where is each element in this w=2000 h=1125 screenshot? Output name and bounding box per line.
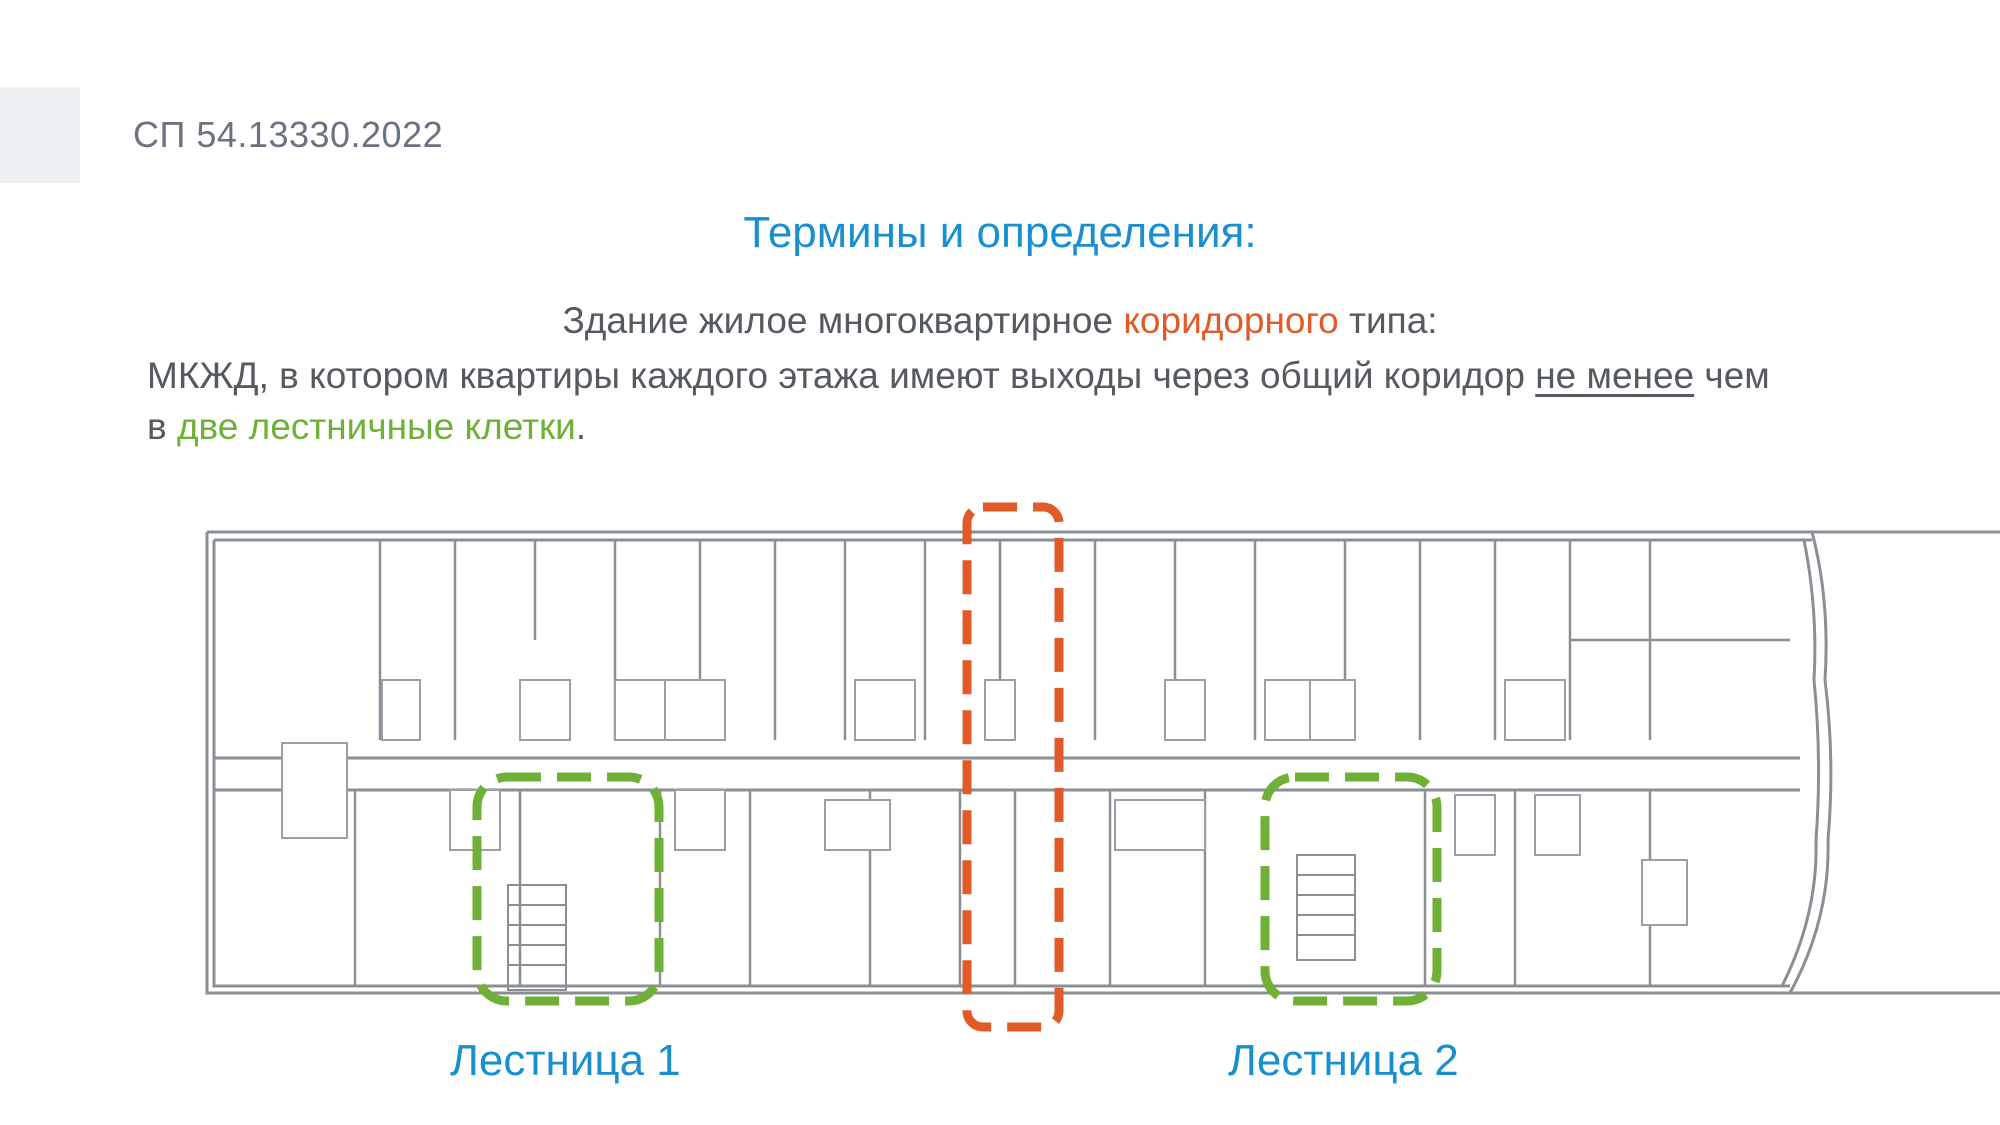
corner-decoration xyxy=(0,87,80,183)
stairwell-2-highlight-frame xyxy=(1260,772,1442,1006)
plan-partitions xyxy=(353,540,1790,986)
stairwell-1-highlight-frame xyxy=(472,772,664,1006)
body-underline-not-less: не менее xyxy=(1535,355,1695,396)
heading-text-pre: Здание жилое многоквартирное xyxy=(562,300,1124,341)
plan-stair-flights xyxy=(507,854,1356,991)
body-text-pre: МКЖД, в котором квартиры каждого этажа и… xyxy=(147,355,1536,396)
plan-wet-rooms xyxy=(281,679,1688,926)
definition-body: МКЖД, в котором квартиры каждого этажа и… xyxy=(147,350,1907,452)
section-title: Термины и определения: xyxy=(743,208,1257,257)
plan-outer-walls xyxy=(205,530,2000,995)
definition-heading: Здание жилое многоквартирное коридорного… xyxy=(0,300,2000,342)
heading-text-post: типа: xyxy=(1338,300,1438,341)
stair-2-label: Лестница 2 xyxy=(1228,1036,1459,1085)
heading-accent-corridor: коридорного xyxy=(1123,300,1339,341)
body-end: . xyxy=(575,406,587,447)
corridor-highlight-frame xyxy=(962,502,1064,1032)
stair-1-label: Лестница 1 xyxy=(450,1036,681,1085)
body-text-mid: чем xyxy=(1694,355,1770,396)
body-accent-two-stairwells: две лестничные клетки xyxy=(176,406,576,447)
document-code: СП 54.13330.2022 xyxy=(133,114,444,155)
body-line2-pre: в xyxy=(147,406,177,447)
